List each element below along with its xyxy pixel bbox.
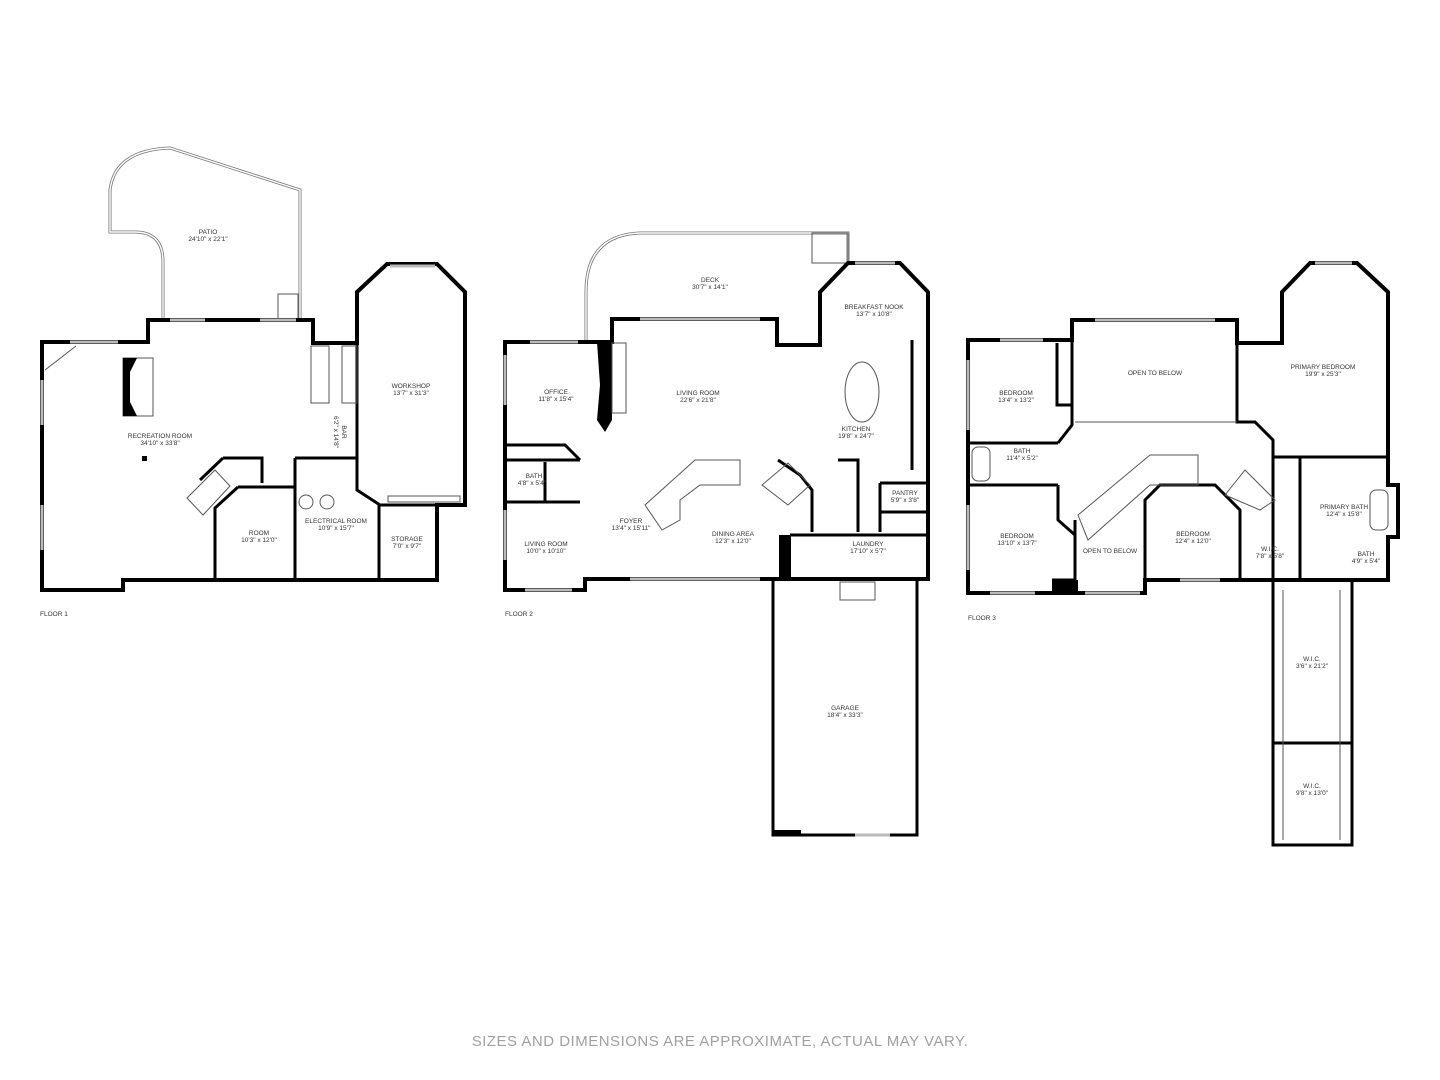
room-name: BATH <box>526 473 543 480</box>
room-size: 13'4" x 15'11" <box>612 525 651 532</box>
room-name: FOYER <box>620 518 643 525</box>
room-size: 13'10" x 13'7" <box>997 540 1037 547</box>
room-size: 22'6" x 21'8" <box>680 397 716 404</box>
room-name: BEDROOM <box>1176 531 1210 538</box>
room-size: 5'9" x 3'8" <box>891 497 920 504</box>
room-name: LIVING ROOM <box>524 541 567 548</box>
room-name: BATH <box>1358 551 1375 558</box>
room-size: 13'7" x 10'8" <box>856 311 892 318</box>
room-name: BAR <box>340 425 347 439</box>
deck-stairs <box>811 232 849 264</box>
room-name: DECK <box>701 277 720 284</box>
floor-1-exterior-walls <box>40 262 467 592</box>
room-size: 6'2" x 14'8" <box>332 416 339 449</box>
room-size: 10'0" x 10'10" <box>526 548 566 555</box>
room-size: 11'4" x 5'2" <box>1006 455 1038 462</box>
room-name: LAUNDRY <box>853 541 885 548</box>
room-size: 34'10" x 33'8" <box>140 440 180 447</box>
room-size: 11'8" x 15'4" <box>538 396 574 403</box>
room-labels: PATIO 24'10" x 22'1" WORKSHOP 13'7" x 31… <box>40 229 1381 797</box>
room-size: 13'7" x 31'3" <box>393 390 429 397</box>
room-size: 24'10" x 22'1" <box>188 236 228 243</box>
room-size: 19'8" x 24'7" <box>838 433 874 440</box>
floor-label: FLOOR 3 <box>968 615 996 622</box>
patio-stairs <box>277 293 299 321</box>
room-size: 12'4" x 12'0" <box>1175 538 1211 545</box>
room-name: PATIO <box>199 229 218 236</box>
room-name: WORKSHOP <box>392 383 431 390</box>
room-name: ELECTRICAL ROOM <box>305 518 367 525</box>
floor-3-plan <box>966 261 1400 847</box>
room-name: PRIMARY BATH <box>1320 504 1368 511</box>
room-size: 30'7" x 14'1" <box>692 284 728 291</box>
room-size: 18'4" x 33'3" <box>827 712 863 719</box>
room-name: PANTRY <box>892 490 918 497</box>
room-name: RECREATION ROOM <box>128 433 192 440</box>
floor-label: FLOOR 1 <box>40 611 68 618</box>
room-name: OPEN TO BELOW <box>1083 548 1138 555</box>
room-name: BATH <box>1014 448 1031 455</box>
floor-2-plan <box>503 231 930 837</box>
room-name: KITCHEN <box>842 426 871 433</box>
room-name: BEDROOM <box>1000 533 1034 540</box>
room-size: 7'0" x 9'7" <box>393 543 422 550</box>
room-name: BEDROOM <box>999 390 1033 397</box>
room-size: 4'9" x 5'4" <box>1352 558 1381 565</box>
room-name: OFFICE <box>544 389 568 396</box>
room-size: 3'6" x 21'2" <box>1296 663 1329 670</box>
room-name: LIVING ROOM <box>676 390 719 397</box>
room-size: 10'9" x 15'7" <box>318 525 354 532</box>
floor-label: FLOOR 2 <box>505 611 533 618</box>
kitchen-island <box>844 361 880 423</box>
room-name: GARAGE <box>831 705 859 712</box>
room-name: BREAKFAST NOOK <box>844 304 904 311</box>
room-size: 12'4" x 15'8" <box>1326 511 1362 518</box>
room-size: 17'10" x 5'7" <box>850 548 886 555</box>
room-name: STORAGE <box>391 536 423 543</box>
disclaimer: SIZES AND DIMENSIONS ARE APPROXIMATE, AC… <box>471 1033 969 1050</box>
floor-1-plan <box>40 146 467 592</box>
room-size: 4'8" x 5'4" <box>518 480 547 487</box>
room-name: W.I.C. <box>1303 656 1321 663</box>
room-size: 19'9" x 25'3" <box>1305 371 1341 378</box>
room-name: DINING AREA <box>712 531 755 538</box>
room-name: ROOM <box>249 530 269 537</box>
room-name: OPEN TO BELOW <box>1128 370 1183 377</box>
room-size: 12'3" x 12'0" <box>715 538 751 545</box>
room-size: 9'8" x 13'0" <box>1296 790 1329 797</box>
room-size: 10'3" x 12'0" <box>241 537 277 544</box>
room-name: W.I.C. <box>1261 546 1279 553</box>
room-size: 13'4" x 13'2" <box>998 397 1034 404</box>
room-name: PRIMARY BEDROOM <box>1291 364 1356 371</box>
room-size: 7'8" x 5'8" <box>1256 553 1285 560</box>
room-name: W.I.C. <box>1303 783 1321 790</box>
